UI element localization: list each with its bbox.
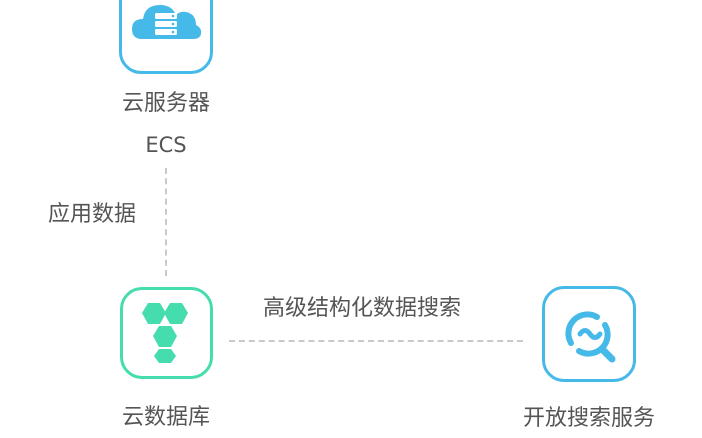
- ecs-node: [119, 0, 213, 74]
- database-search-edge-label: 高级结构化数据搜索: [263, 296, 462, 321]
- ecs-node-label: 云服务器: [121, 91, 210, 116]
- search-node: [542, 286, 636, 382]
- cloud-server-icon: [132, 5, 202, 39]
- ecs-database-edge-label: 应用数据: [48, 202, 137, 227]
- database-node-label: 云数据库: [121, 405, 210, 430]
- hexagon-cluster-icon: [142, 303, 188, 363]
- database-node: [120, 287, 213, 379]
- search-magnifier-icon: [565, 311, 616, 363]
- database-search-connector: [229, 340, 523, 342]
- ecs-database-connector: [165, 168, 167, 276]
- ecs-node-sublabel: ECS: [145, 133, 187, 157]
- search-node-label: 开放搜索服务: [522, 406, 655, 431]
